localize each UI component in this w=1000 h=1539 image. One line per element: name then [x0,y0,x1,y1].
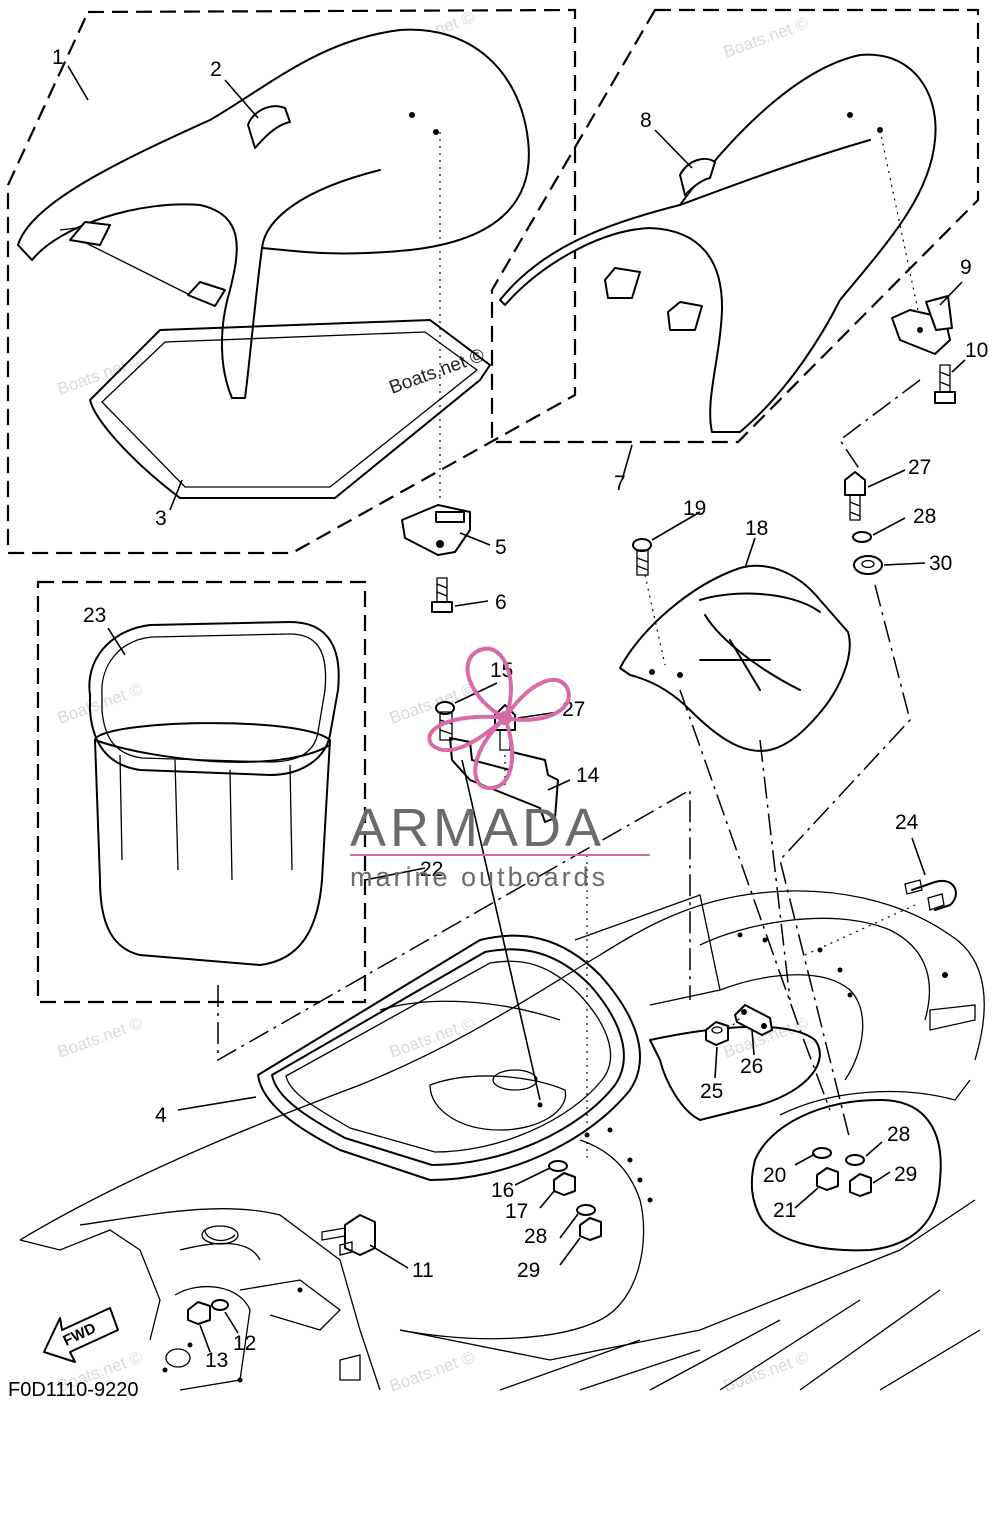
nut-29-center [579,1217,602,1241]
callout-27-upper: 27 [908,456,931,479]
front-seat [17,28,530,399]
watermark-text: Boats.net © [387,1347,478,1395]
callout-19: 19 [683,497,706,520]
nut-25 [705,1021,729,1046]
callout-14: 14 [576,764,600,787]
propeller-icon [427,646,571,791]
callout-1: 1 [52,46,64,69]
callout-labels: 1 2 3 4 5 6 7 8 9 10 11 12 13 14 15 16 1… [52,46,988,1372]
stud-27-upper [844,471,866,521]
bolt-6 [431,577,453,613]
callout-21: 21 [773,1199,796,1222]
brand-name: ARMADA [350,798,605,858]
washer-30 [853,555,883,575]
washer-16 [548,1160,568,1172]
nut-29-detail [849,1173,872,1197]
watermark-text: Boats.net © [721,13,812,61]
callout-7: 7 [614,472,626,495]
plate-26 [734,1004,773,1036]
assembly-line [838,379,921,471]
washer-12 [211,1299,229,1311]
armada-logo: ARMADA marine outboards [350,646,650,892]
seat-lock-bracket-5 [401,504,471,556]
callout-17: 17 [505,1200,528,1223]
callout-25: 25 [700,1080,723,1103]
callout-27-center: 27 [562,698,585,721]
callout-8: 8 [640,109,652,132]
hull-deck [19,890,985,1391]
hook-bracket-9 [891,295,953,355]
nut-21 [816,1167,839,1191]
hatch-seal-4 [257,934,641,1181]
fwd-arrow-icon: FWD [43,1307,119,1363]
seat-7-group-outline [490,8,980,444]
callout-30: 30 [929,552,952,575]
callout-29-detail: 29 [894,1163,917,1186]
watermark-text-dark: Boats.net © [387,345,488,399]
watermark-text: Boats.net © [387,679,478,727]
callout-28-upper: 28 [913,505,936,528]
bin-seal-23 [88,621,340,776]
callout-23: 23 [83,604,106,627]
callout-28-center: 28 [524,1225,547,1248]
callout-20: 20 [763,1164,786,1187]
callout-4: 4 [155,1104,167,1127]
callout-28-detail: 28 [887,1123,910,1146]
washer-28-center [576,1204,596,1216]
fitting-11 [321,1214,376,1256]
brand-divider [350,854,650,856]
holder-18 [619,564,851,752]
storage-bin-22 [94,722,331,966]
callout-13: 13 [205,1349,228,1372]
bolt-19 [632,538,652,576]
brand-tagline: marine outboards [350,862,608,892]
bolt-15 [435,701,455,741]
callout-16: 16 [491,1179,514,1202]
seat-seal-3 [89,319,491,499]
callout-24: 24 [895,811,919,834]
callout-9: 9 [960,256,972,279]
callout-29-center: 29 [517,1259,540,1282]
watermark-text: Boats.net © [55,1013,146,1061]
washer-28-upper [852,531,872,543]
detail-circle [750,1099,942,1252]
callout-3: 3 [155,507,167,530]
callout-11: 11 [412,1259,434,1282]
storage-bin-group-outline [36,580,367,1004]
watermark-text: Boats.net © [721,1347,812,1395]
callout-18: 18 [745,517,768,540]
callout-12: 12 [233,1332,256,1355]
watermark-text: Boats.net © [387,1013,478,1061]
nut-17 [553,1172,576,1196]
callout-10: 10 [965,339,988,362]
rear-seat [499,53,937,433]
callout-26: 26 [740,1055,763,1078]
diagram-code: F0D1110-9220 [8,1379,138,1401]
bolt-10 [934,364,956,404]
nut-13 [187,1301,211,1325]
seat-1-group-outline [6,8,577,555]
callout-2: 2 [210,58,222,81]
callout-6: 6 [495,591,507,614]
watermark-text: Boats.net © [55,679,146,727]
callout-22: 22 [420,858,443,881]
u-bolt-24 [904,879,957,911]
washer-20 [812,1147,832,1159]
leader-lines [67,65,966,1353]
callout-5: 5 [495,536,507,559]
washer-28-detail [845,1154,865,1166]
